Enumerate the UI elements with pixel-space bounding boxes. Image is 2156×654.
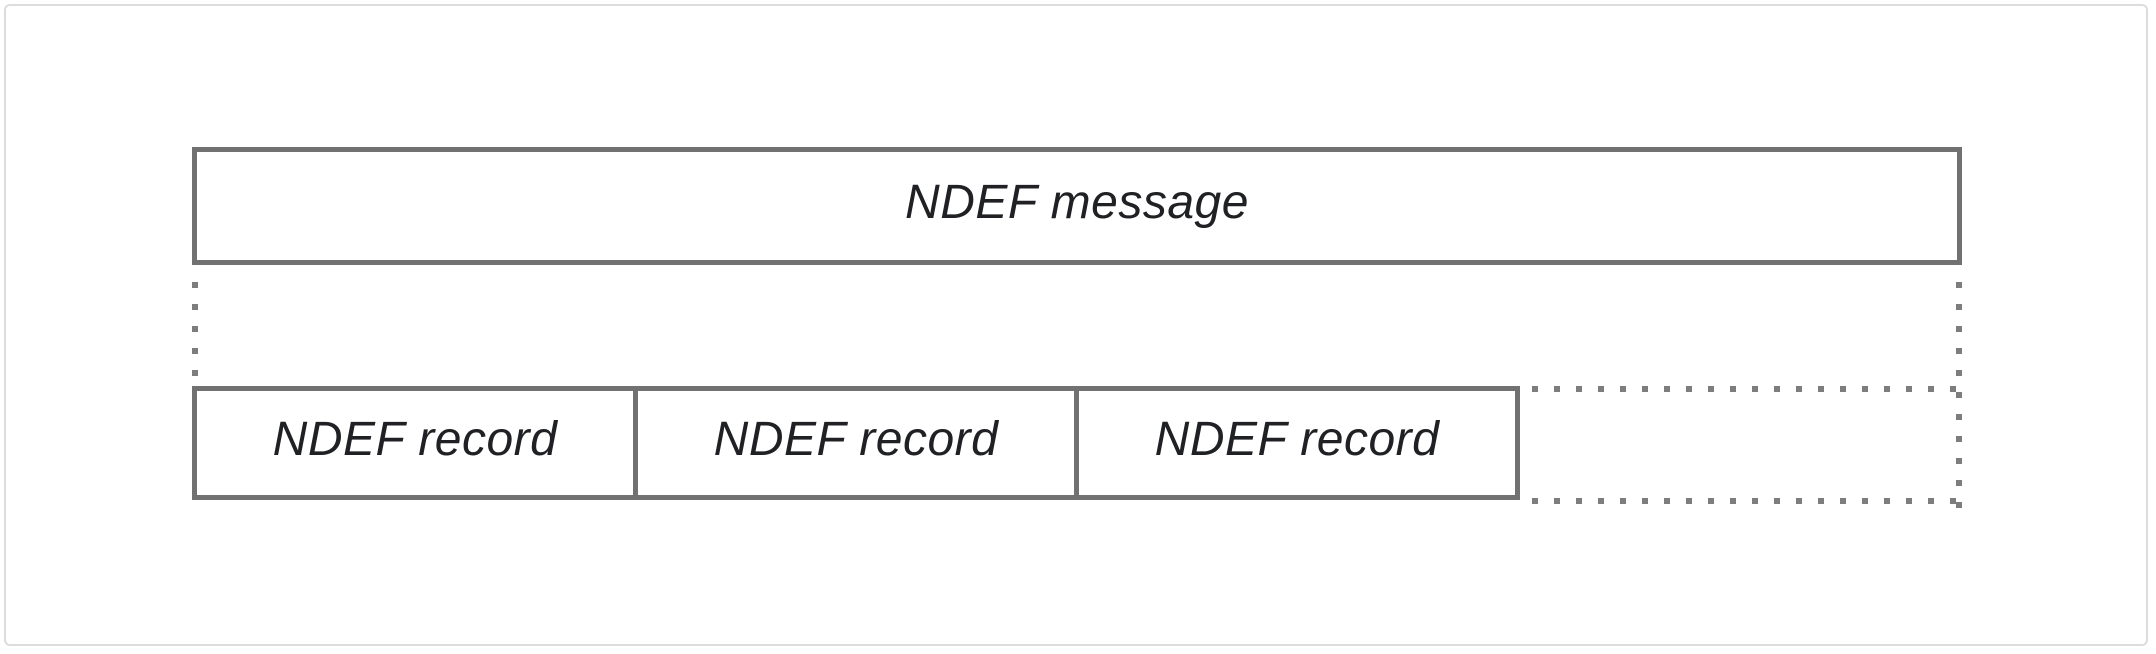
- ndef-record-label: NDEF record: [1154, 413, 1440, 466]
- dotted-extension-top: [1532, 386, 1956, 392]
- ndef-record-box: NDEF record: [197, 391, 633, 495]
- dotted-extension-bottom: [1532, 498, 1962, 504]
- ndef-record-box: NDEF record: [633, 391, 1074, 495]
- ndef-record-label: NDEF record: [272, 413, 558, 466]
- ndef-record-row: NDEF record NDEF record NDEF record: [192, 386, 1520, 500]
- ndef-message-label: NDEF message: [905, 176, 1249, 229]
- dotted-connector-left: [192, 282, 198, 382]
- ndef-record-box: NDEF record: [1074, 391, 1515, 495]
- dotted-connector-right: [1956, 282, 1962, 508]
- diagram-frame: [4, 4, 2148, 646]
- ndef-record-label: NDEF record: [713, 413, 999, 466]
- ndef-message-box: NDEF message: [192, 147, 1962, 265]
